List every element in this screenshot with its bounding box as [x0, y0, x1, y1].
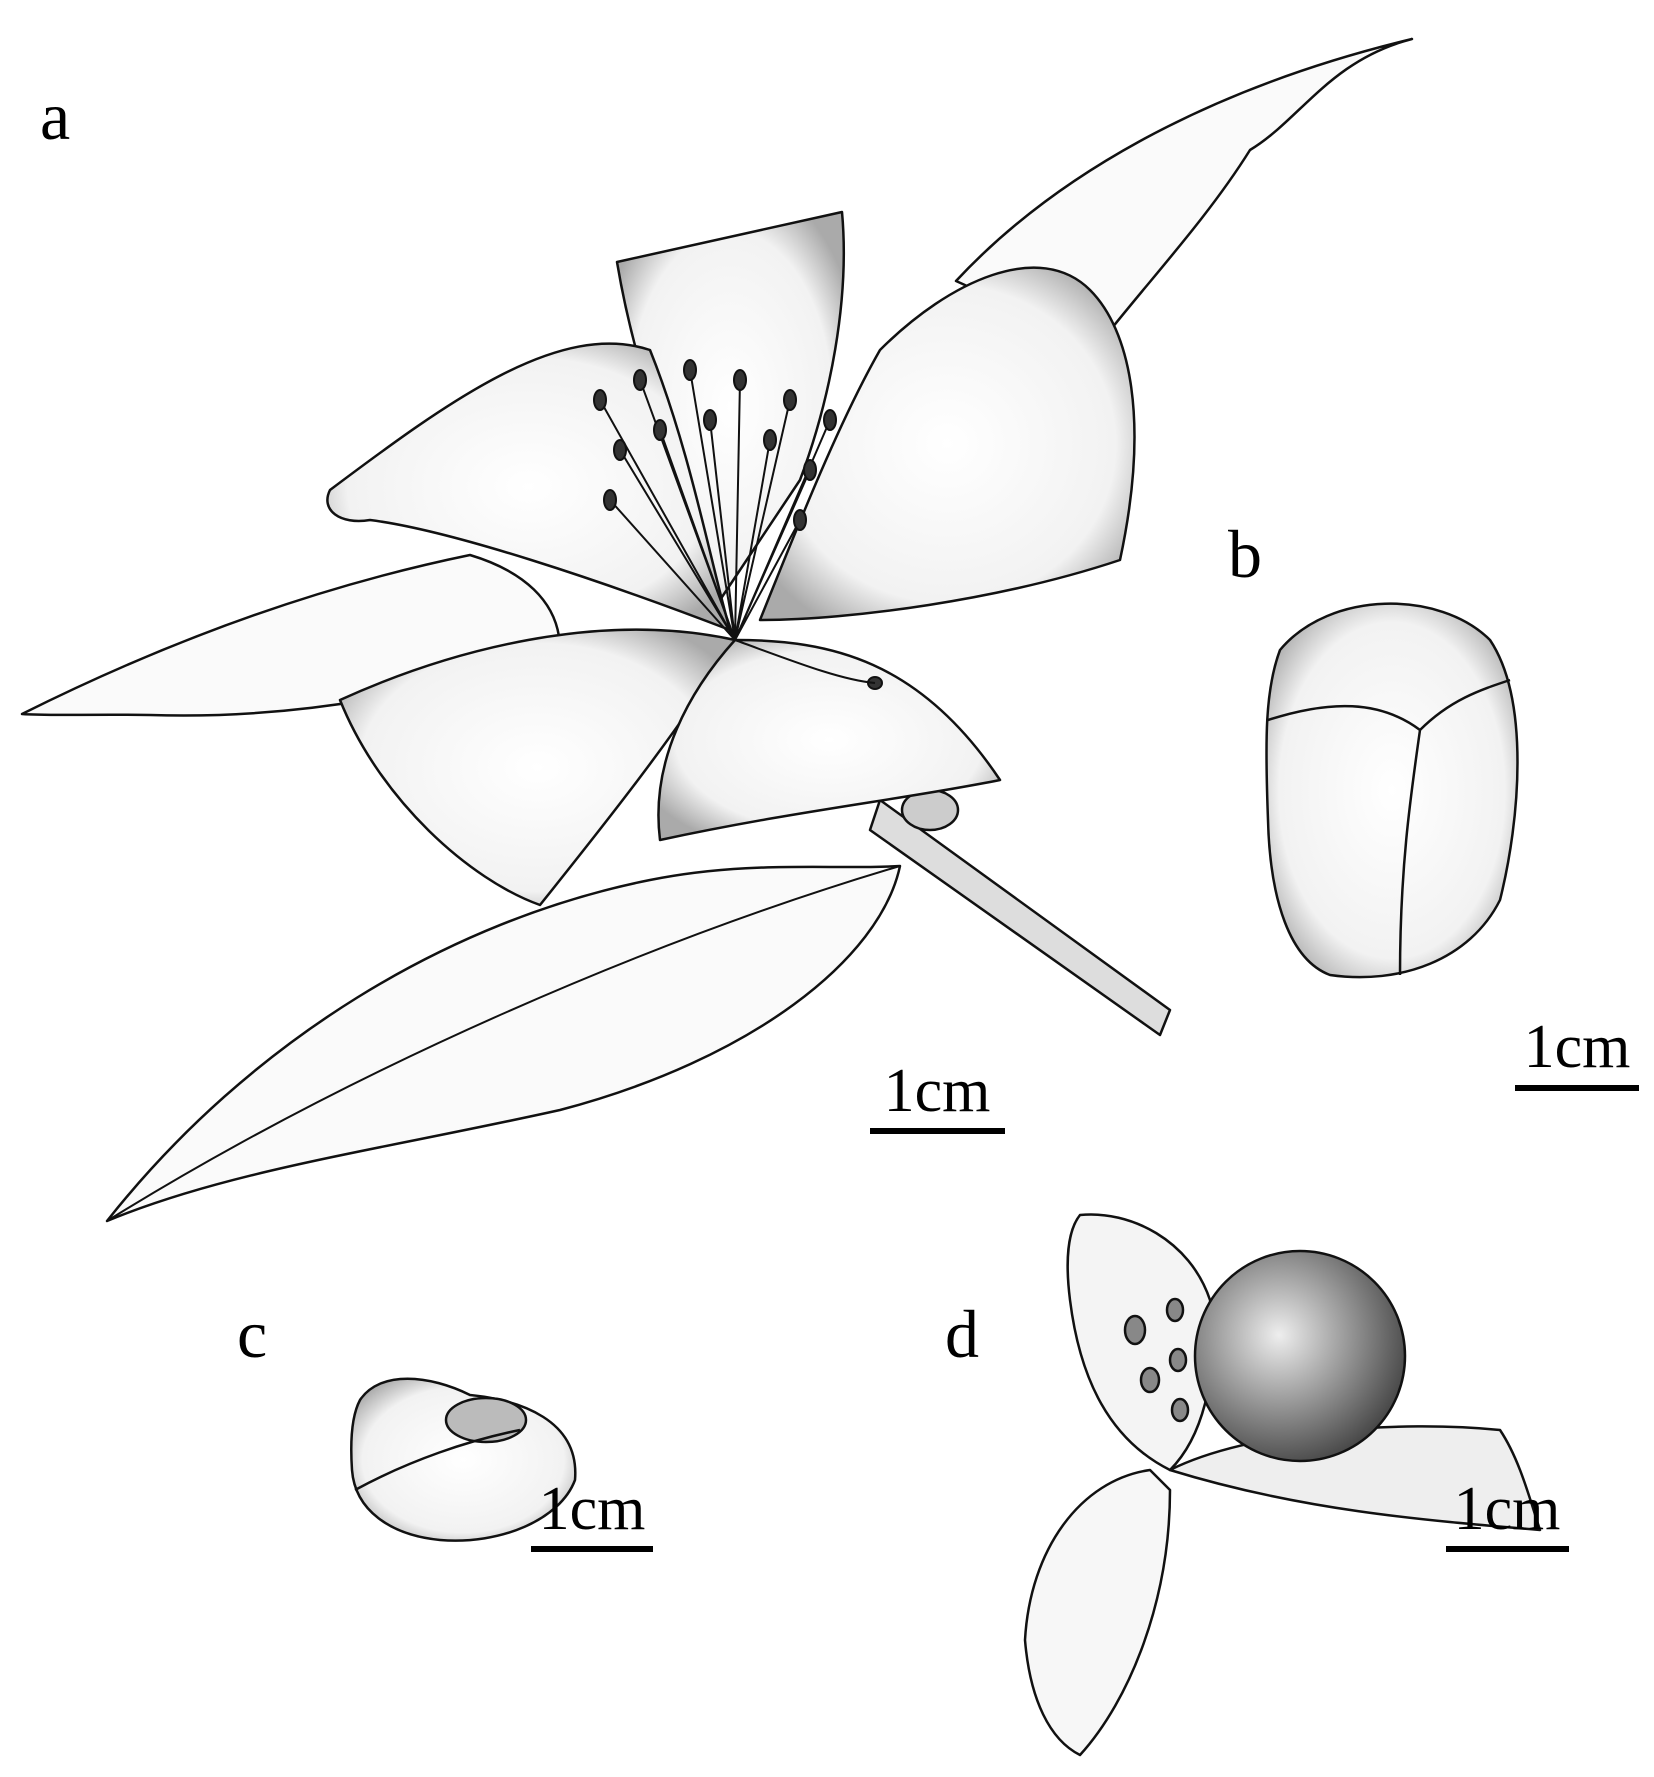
scale-label-c: 1cm: [538, 1475, 646, 1543]
petal-lower-right: [657, 638, 1002, 842]
scale-bar-d: [1446, 1546, 1569, 1552]
flowering-branch-drawing: [20, 37, 1414, 1223]
panel-label-c: c: [237, 1296, 268, 1372]
petal-lower-left: [338, 628, 737, 907]
capsule-drawing: [1265, 602, 1519, 979]
stamens: [593, 359, 883, 690]
petal-left: [326, 342, 732, 632]
scale-label-a: 1cm: [883, 1057, 991, 1125]
scale-bar-c: [531, 1546, 653, 1552]
panel-label-d: d: [945, 1296, 979, 1372]
dehisced-fruit-drawing: [1023, 1213, 1542, 1757]
panel-label-a: a: [40, 78, 71, 154]
leaf-lower: [105, 864, 902, 1223]
stem: [868, 798, 1172, 1037]
scale-label-d: 1cm: [1453, 1475, 1561, 1543]
scale-bar-a: [870, 1128, 1005, 1134]
scale-bar-b: [1515, 1085, 1639, 1091]
seed-drawing: [350, 1377, 577, 1542]
panel-label-b: b: [1228, 516, 1262, 592]
scale-label-b: 1cm: [1523, 1013, 1631, 1081]
fruit-seed-sphere: [1193, 1249, 1407, 1463]
